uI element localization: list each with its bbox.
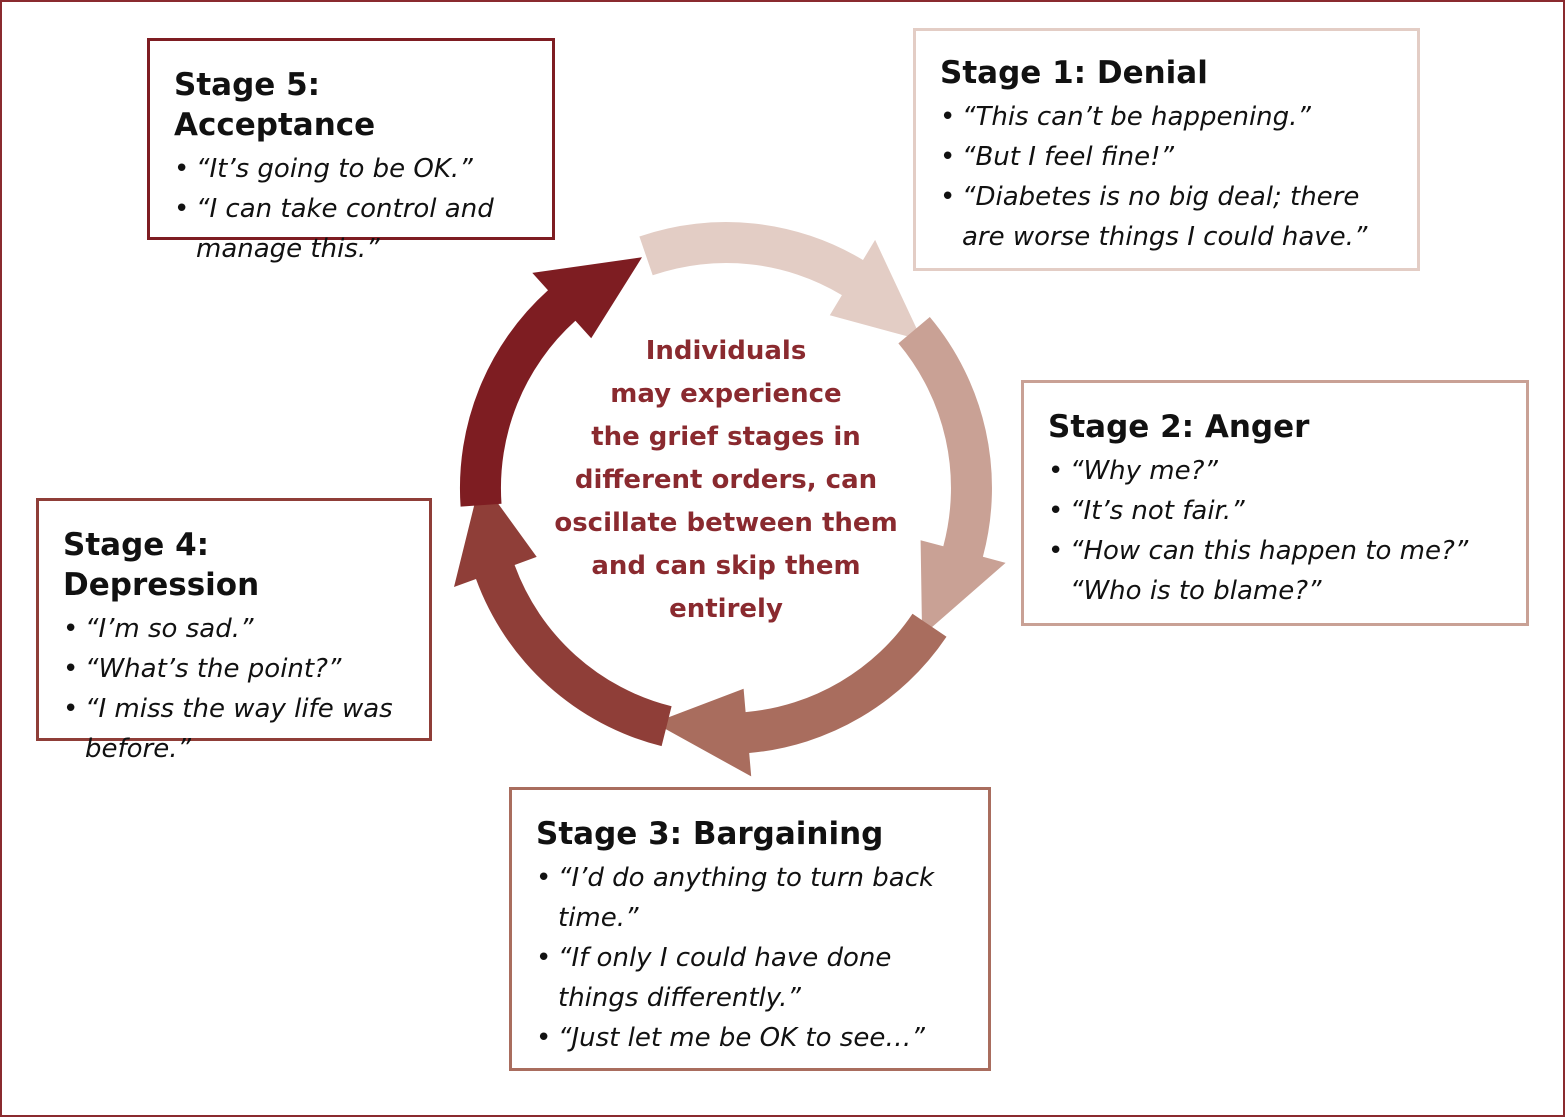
stage-quote: “But I feel fine!”: [940, 137, 1395, 177]
stage-title: Stage 3: Bargaining: [536, 816, 884, 852]
stage-5-box: Stage 5: Acceptance “It’s going to be OK…: [147, 38, 555, 264]
stage-quote: “Just let me be OK to see…”: [536, 1018, 966, 1058]
cycle-arrow-acceptance-to-denial: [459, 257, 642, 507]
cycle-arrow-bargaining-to-depression: [654, 613, 947, 777]
stage-4-box: Stage 4: Depression “I’m so sad.” “What’…: [36, 498, 432, 764]
stage-quote: “It’s not fair.”: [1048, 491, 1504, 531]
stage-quote: “It’s going to be OK.”: [174, 149, 530, 189]
stage-1-box: Stage 1: Denial “This can’t be happening…: [913, 28, 1420, 271]
cycle-arrow-denial-to-anger: [639, 222, 923, 341]
stage-2-box: Stage 2: Anger “Why me?” “It’s not fair.…: [1021, 380, 1529, 626]
stage-quote: “I miss the way life was before.”: [63, 689, 407, 769]
cycle-arrow-anger-to-bargaining: [898, 317, 1006, 636]
center-note-line: may experience: [610, 379, 842, 409]
stage-title: Stage 4: Depression: [63, 527, 260, 603]
center-note-line: oscillate between them: [554, 508, 898, 538]
center-note-line: different orders, can: [574, 465, 878, 495]
center-note-line: Individuals: [645, 336, 807, 366]
stage-quote: “Diabetes is no big deal; there are wors…: [940, 177, 1395, 257]
stage-quote: “How can this happen to me?” “Who is to …: [1048, 531, 1504, 611]
center-note-line: and can skip them: [591, 551, 861, 581]
center-note: Individuals may experience the grief sta…: [548, 330, 904, 631]
stage-quote: “What’s the point?”: [63, 649, 407, 689]
stage-3-box: Stage 3: Bargaining “I’d do anything to …: [509, 787, 991, 1071]
center-note-line: the grief stages in: [591, 422, 861, 452]
stage-quote: “I’m so sad.”: [63, 609, 407, 649]
cycle-arrow-depression-to-acceptance: [454, 479, 672, 747]
stage-title: Stage 2: Anger: [1048, 409, 1310, 445]
stage-quote: “This can’t be happening.”: [940, 97, 1395, 137]
stage-title: Stage 1: Denial: [940, 55, 1208, 91]
stage-quote: “Why me?”: [1048, 451, 1504, 491]
stage-title: Stage 5: Acceptance: [174, 67, 376, 143]
stage-quote: “I can take control and manage this.”: [174, 189, 530, 269]
center-note-line: entirely: [669, 594, 783, 624]
stage-quote: “If only I could have done things differ…: [536, 938, 966, 1018]
stage-quote: “I’d do anything to turn back time.”: [536, 858, 966, 938]
